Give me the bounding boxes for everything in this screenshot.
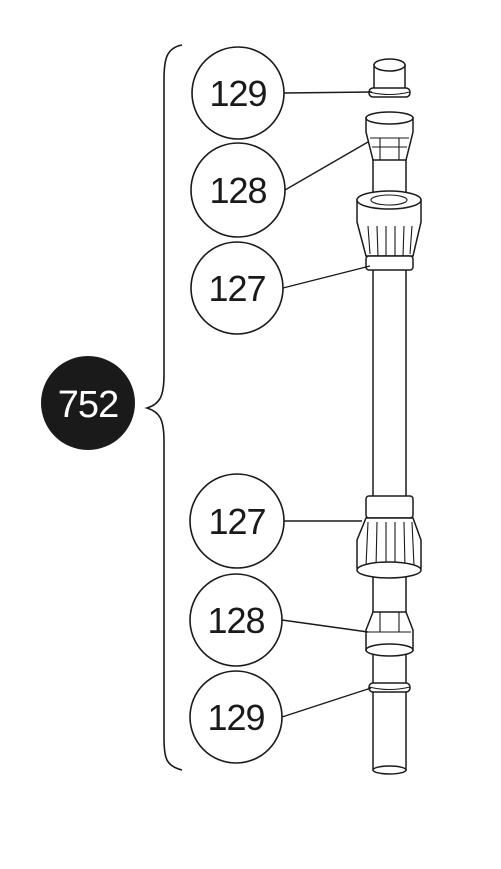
callout-bottom-nut: 127: [189, 473, 285, 569]
nut-bottom: [356, 495, 422, 579]
callout-top-collet: 128: [190, 142, 286, 238]
tube-bottom-end: [372, 765, 407, 775]
callout-label: 128: [209, 170, 266, 211]
callout-label: 129: [209, 73, 266, 114]
callout-label: 128: [207, 600, 264, 641]
assembly-callout: 752: [41, 356, 135, 450]
leader-top-o-ring: [283, 91, 373, 94]
callout-label: 127: [208, 501, 265, 542]
leader-top-nut: [282, 265, 371, 289]
callout-bottom-o-ring: 129: [189, 670, 283, 764]
o-ring-top: [368, 87, 411, 98]
assembly-badge: [41, 356, 135, 450]
assembly-brace: [144, 44, 183, 771]
collet-bottom: [365, 611, 414, 657]
nut-top: [356, 190, 422, 271]
leader-bottom-o-ring: [281, 687, 372, 718]
callout-label: 129: [207, 697, 264, 738]
callout-top-nut: 127: [190, 241, 284, 335]
callout-bottom-collet: 128: [189, 573, 283, 667]
tube-assembly: [356, 58, 422, 775]
callout-top-o-ring: 129: [191, 46, 285, 140]
collet-top: [365, 111, 414, 161]
callout-label: 127: [208, 268, 265, 309]
leader-bottom-collet: [281, 619, 369, 633]
o-ring-bottom: [368, 682, 411, 693]
tube-top-end: [373, 58, 406, 72]
leader-top-collet: [284, 141, 369, 191]
assembly-number: 752: [58, 384, 118, 426]
